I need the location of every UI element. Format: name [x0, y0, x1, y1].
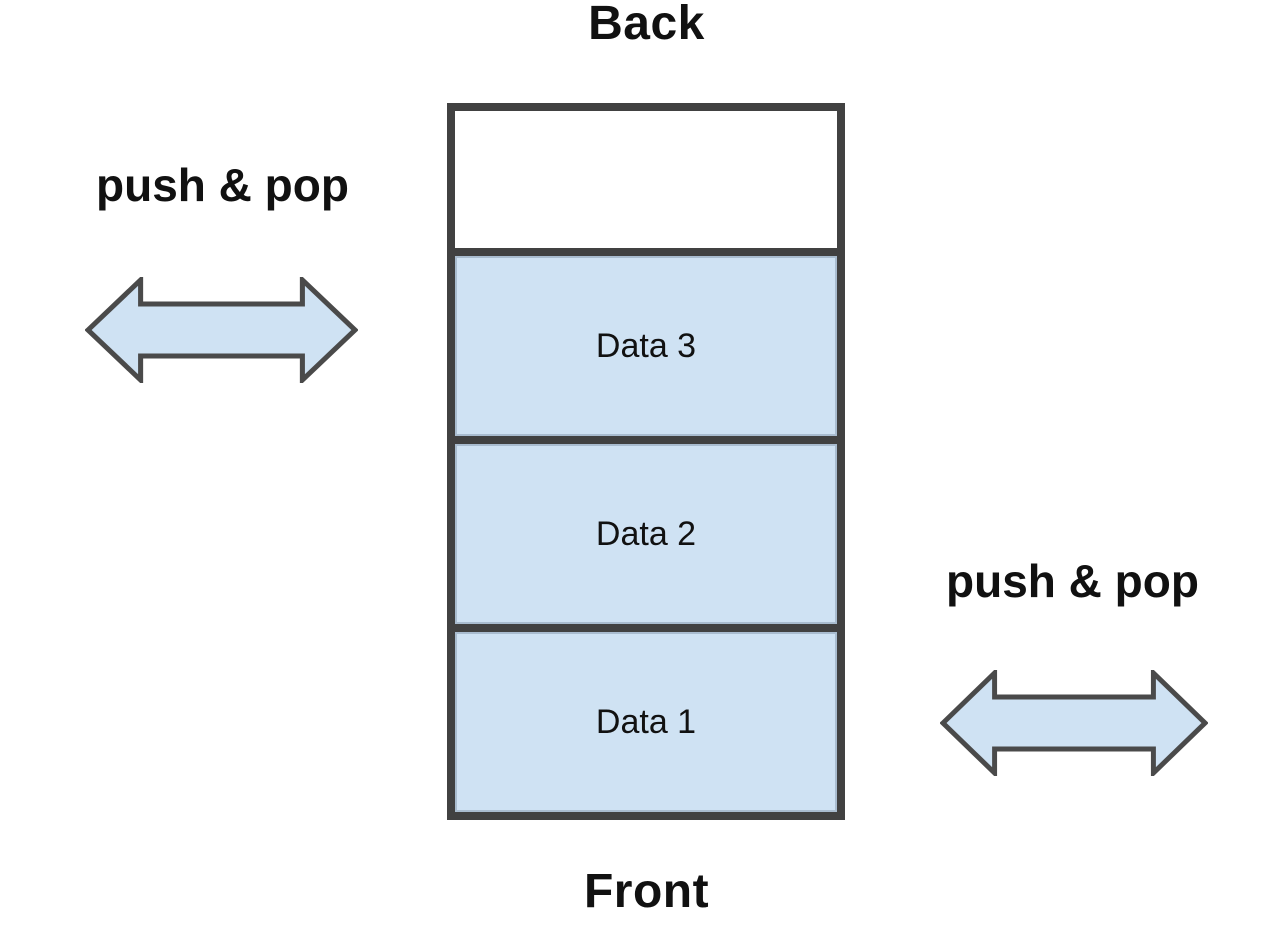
deque-container: Data 3 Data 2 Data 1 — [447, 103, 845, 820]
deque-cell-empty — [455, 111, 837, 248]
cell-divider — [455, 624, 837, 632]
deque-cell-data-1: Data 1 — [455, 632, 837, 812]
double-headed-arrow-icon — [940, 670, 1208, 776]
push-pop-label-left: push & pop — [96, 159, 349, 211]
deque-cell-data-2: Data 2 — [455, 444, 837, 624]
cell-divider — [455, 436, 837, 444]
deque-cell-data-3: Data 3 — [455, 256, 837, 436]
push-pop-label-right: push & pop — [946, 555, 1199, 607]
front-endpoint-label: Front — [583, 865, 710, 918]
double-headed-arrow-icon — [85, 277, 358, 383]
back-endpoint-label: Back — [588, 0, 705, 50]
cell-divider — [455, 248, 837, 256]
